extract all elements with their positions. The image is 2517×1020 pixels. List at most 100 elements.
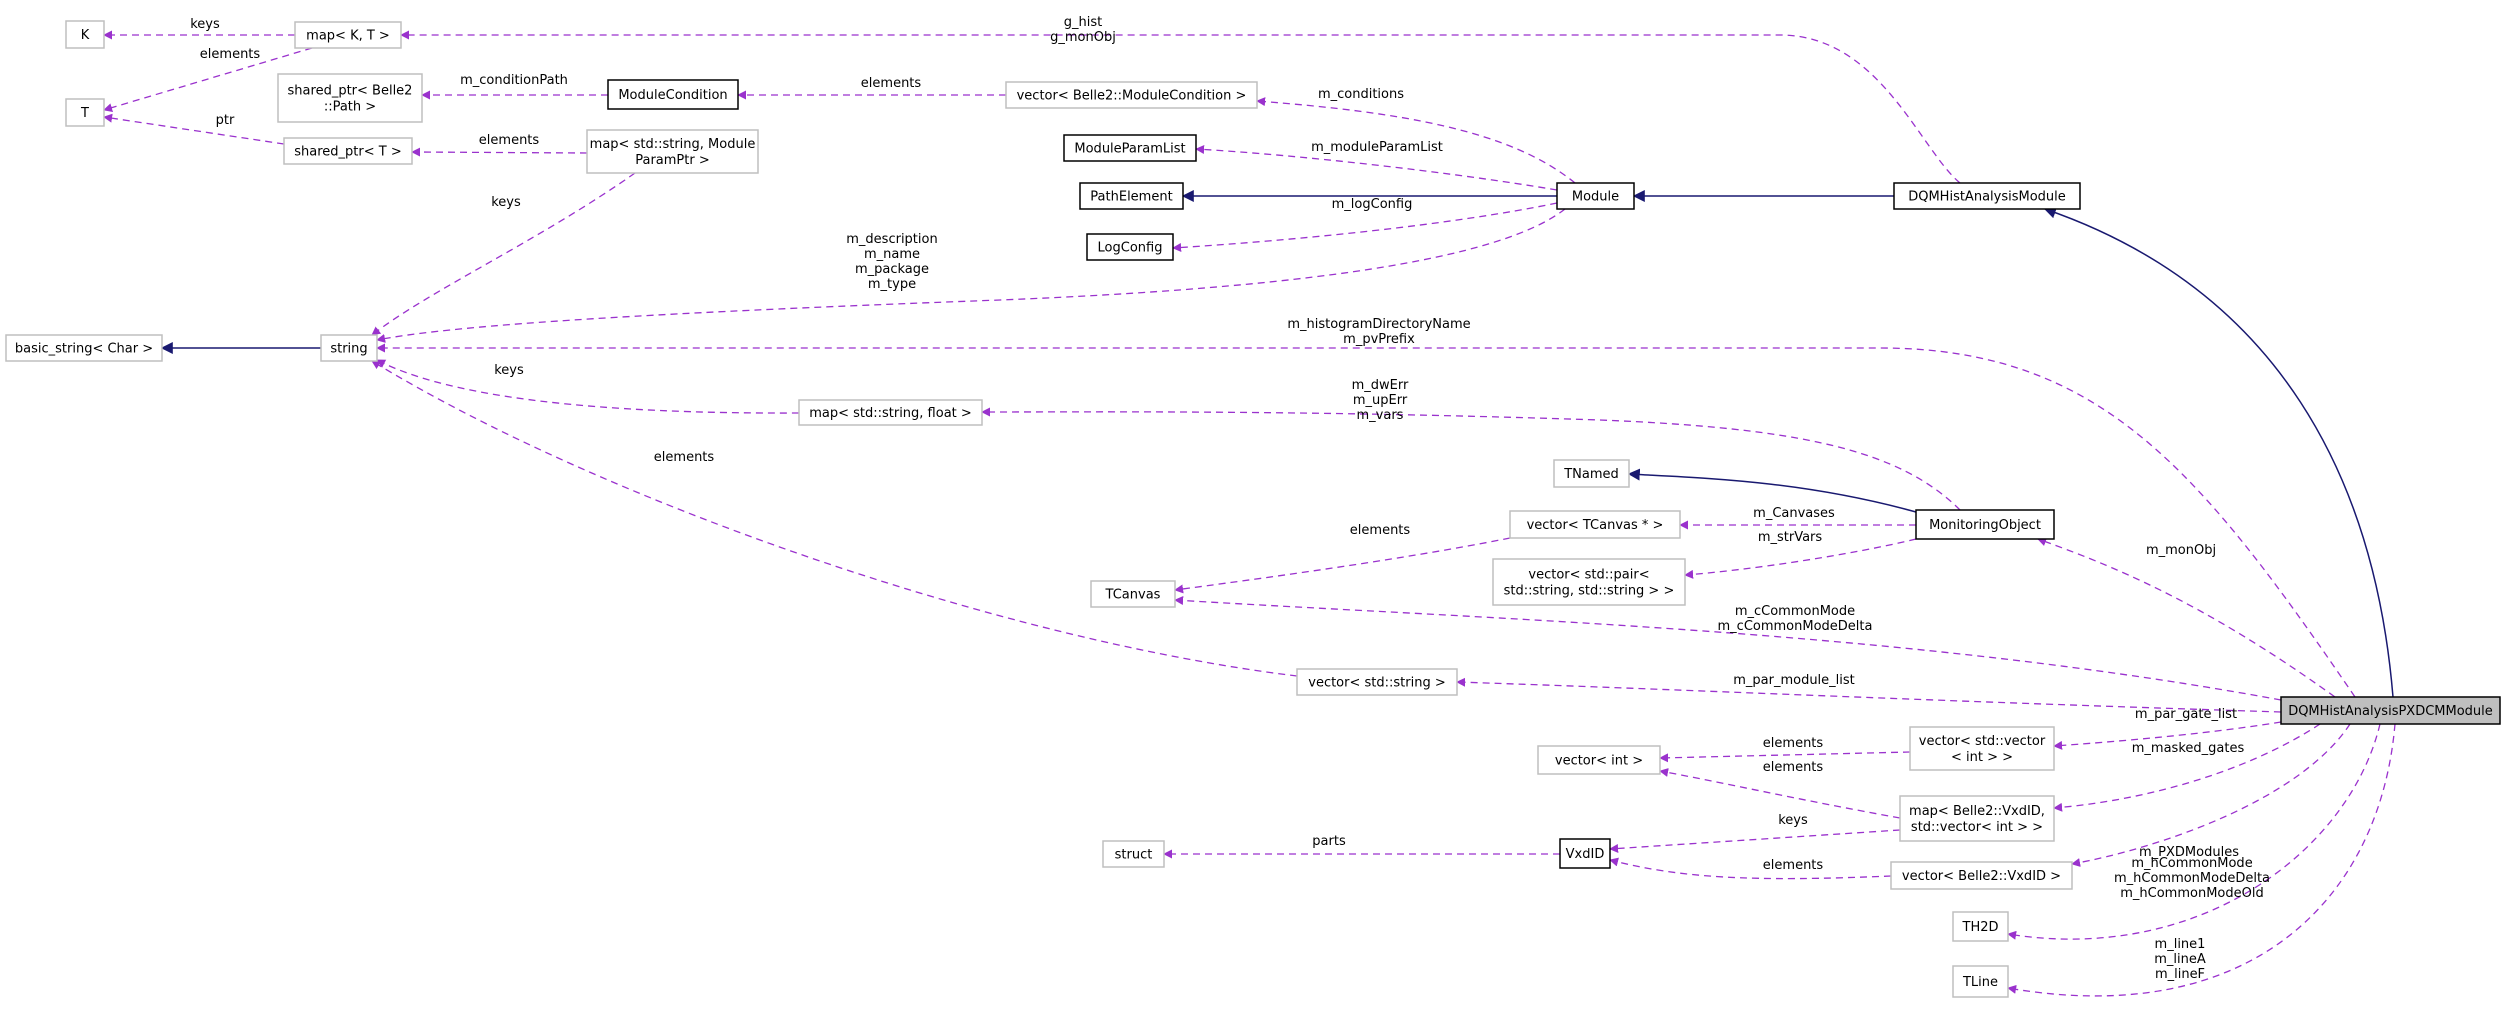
edge-line	[2071, 723, 2351, 867]
node-box	[1915, 509, 2055, 540]
class-node-mapkt[interactable]: map< K, T >	[294, 21, 402, 49]
node-label: ModuleCondition	[618, 88, 727, 103]
edge-label: parts	[1312, 834, 1346, 849]
node-label: vector< std::string >	[1308, 676, 1445, 691]
class-node-t[interactable]: T	[65, 98, 105, 127]
usage-edge-pxdcm-to-mapvxd: m_masked_gates	[2053, 723, 2321, 812]
class-node-vecvecint[interactable]: vector< std::vector< int > >	[1909, 726, 2055, 771]
edge-label: m_lineF	[2155, 967, 2205, 982]
class-node-basicstring[interactable]: basic_string< Char >	[5, 334, 163, 362]
class-node-string[interactable]: string	[320, 334, 378, 362]
usage-edge-monitoringobject-to-vectcanvas: m_Canvases	[1679, 506, 1916, 530]
node-box	[1559, 838, 1611, 869]
edge-label: m_vars	[1357, 408, 1404, 423]
node-label: map< std::string, float >	[809, 406, 972, 421]
node-label: map< Belle2::VxdID,	[1909, 804, 2045, 819]
node-label: std::string, std::string > >	[1504, 584, 1675, 599]
class-node-moduleparamlist[interactable]: ModuleParamList	[1063, 134, 1197, 162]
edge-line	[2053, 721, 2282, 750]
class-node-pathelement[interactable]: PathElement	[1079, 182, 1184, 210]
usage-edge-pxdcm-to-th2d: m_hCommonModem_hCommonModeDeltam_hCommon…	[2007, 723, 2381, 940]
node-box	[283, 137, 413, 165]
usage-edge-module-to-vecmodcond: m_conditions	[1256, 87, 1576, 184]
edge-line	[981, 407, 1961, 511]
node-label: vector< int >	[1555, 754, 1643, 769]
class-node-sharedt[interactable]: shared_ptr< T >	[283, 137, 413, 165]
usage-edge-mapvxd-to-vxdid: keys	[1609, 813, 1901, 853]
edge-label: elements	[1763, 858, 1824, 873]
node-box	[1952, 965, 2009, 998]
edge-line	[400, 30, 1961, 184]
node-label: ModuleParamList	[1074, 142, 1185, 157]
class-node-mapfloat[interactable]: map< std::string, float >	[798, 399, 983, 426]
edge-line	[1195, 144, 1558, 191]
edge-label: m_pvPrefix	[1343, 332, 1415, 347]
edge-label: m_strVars	[1758, 530, 1823, 545]
node-box	[1893, 182, 2081, 210]
class-node-vecint[interactable]: vector< int >	[1537, 745, 1661, 775]
edge-label: g_monObj	[1050, 30, 1116, 45]
edge-label: keys	[1778, 813, 1808, 828]
class-node-vecmodcond[interactable]: vector< Belle2::ModuleCondition >	[1005, 81, 1258, 109]
node-label: PathElement	[1090, 190, 1172, 205]
node-label: struct	[1115, 848, 1153, 863]
edge-label: m_moduleParamList	[1311, 140, 1443, 155]
class-node-module[interactable]: Module	[1556, 182, 1635, 210]
class-node-vxdid[interactable]: VxdID	[1559, 838, 1611, 869]
class-node-vecpair[interactable]: vector< std::pair<std::string, std::stri…	[1492, 558, 1686, 606]
node-label: T	[80, 106, 89, 121]
node-label: map< std::string, Module	[590, 137, 756, 152]
edge-label: m_histogramDirectoryName	[1287, 317, 1470, 332]
edge-line	[1174, 537, 1511, 594]
node-box	[1005, 81, 1258, 109]
class-node-tcanvas[interactable]: TCanvas	[1090, 580, 1176, 608]
class-node-modulecondition[interactable]: ModuleCondition	[607, 79, 739, 110]
node-box	[1537, 745, 1661, 775]
usage-edge-pxdcm-to-vecvxd: m_PXDModules	[2071, 723, 2351, 867]
class-node-tline[interactable]: TLine	[1952, 965, 2009, 998]
class-node-struct[interactable]: struct	[1102, 840, 1165, 868]
class-node-vecvxd[interactable]: vector< Belle2::VxdID >	[1890, 861, 2073, 890]
class-node-tnamed[interactable]: TNamed	[1553, 459, 1630, 488]
edge-label: elements	[1350, 523, 1411, 538]
node-box	[1909, 726, 2055, 771]
class-node-mapvxd[interactable]: map< Belle2::VxdID,std::vector< int > >	[1899, 795, 2055, 842]
class-node-pxdcm[interactable]: DQMHistAnalysisPXDCMModule	[2280, 696, 2501, 725]
node-box	[5, 334, 163, 362]
class-node-monitoringobject[interactable]: MonitoringObject	[1915, 509, 2055, 540]
node-box	[586, 129, 759, 174]
class-node-th2d[interactable]: TH2D	[1952, 911, 2009, 942]
node-label: < int > >	[1951, 750, 2013, 765]
edge-label: elements	[1763, 736, 1824, 751]
node-box	[1952, 911, 2009, 942]
edge-label: m_logConfig	[1332, 197, 1413, 212]
edge-label: m_hCommonModeOld	[2120, 886, 2263, 901]
node-box	[1102, 840, 1165, 868]
edge-label: keys	[491, 195, 521, 210]
edge-line	[2007, 723, 2381, 940]
class-node-dqmhistanalysismodule[interactable]: DQMHistAnalysisModule	[1893, 182, 2081, 210]
edge-label: keys	[190, 17, 220, 32]
node-box	[1553, 459, 1630, 488]
edge-label: m_par_module_list	[1733, 673, 1855, 688]
edge-label: m_par_gate_list	[2135, 707, 2237, 722]
edge-label: m_Canvases	[1753, 506, 1835, 521]
edge-line	[371, 360, 1298, 677]
usage-edge-vecvecint-to-vecint: elements	[1659, 736, 1911, 763]
class-node-sharedpath[interactable]: shared_ptr< Belle2::Path >	[277, 73, 423, 123]
class-node-vectcanvas[interactable]: vector< TCanvas * >	[1509, 510, 1681, 539]
class-node-logconfig[interactable]: LogConfig	[1086, 233, 1174, 261]
node-label: vector< Belle2::ModuleCondition >	[1017, 89, 1247, 104]
class-node-k[interactable]: K	[65, 20, 105, 49]
edge-line	[376, 208, 1566, 343]
node-label: TH2D	[1962, 920, 1999, 935]
class-node-vecstring[interactable]: vector< std::string >	[1296, 668, 1458, 696]
inheritance-edge-monitoringobject-to-tnamed	[1627, 468, 1917, 513]
edge-label: keys	[494, 363, 524, 378]
inheritance-edge-pxdcm-to-dqmhistanalysismodule	[2043, 206, 2394, 698]
